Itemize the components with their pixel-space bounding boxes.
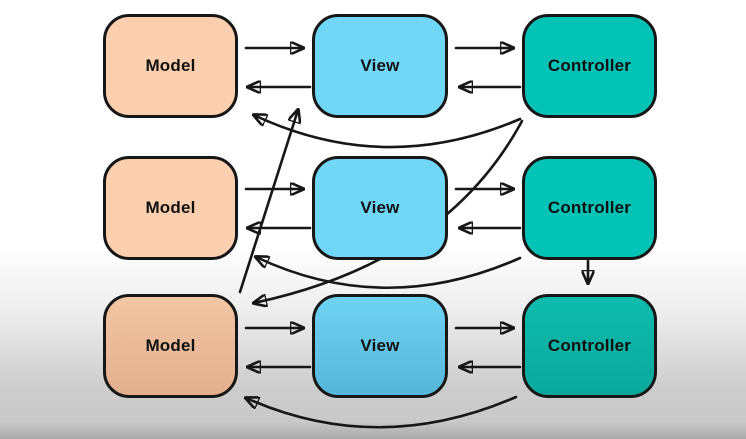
view-label-row2: View (360, 198, 400, 217)
arrow-model3-to-view1 (238, 110, 298, 294)
model-box-row2: Model (103, 156, 238, 260)
controller-label-row1: Controller (547, 56, 632, 75)
model-box-row3: Model (103, 294, 238, 398)
controller-label-row2: Controller (547, 198, 632, 217)
controller-label-row3: Controller (547, 336, 632, 355)
view-box-row1: View (312, 14, 448, 118)
model-label-row2: Model (145, 198, 196, 217)
view-box-row3: View (312, 294, 448, 398)
view-label-row3: View (360, 336, 400, 355)
model-label-row3: Model (145, 336, 196, 355)
view-label-row1: View (360, 56, 400, 75)
controller-box-row1: Controller (522, 14, 657, 118)
controller-box-row3: Controller (522, 294, 657, 398)
arc-controller3-to-model3 (246, 395, 518, 429)
model-label-row1: Model (145, 56, 196, 75)
arc-controller2-to-model2 (256, 257, 522, 289)
model-box-row1: Model (103, 14, 238, 118)
arc-controller1-to-model1 (254, 115, 522, 149)
view-box-row2: View (312, 156, 448, 260)
controller-box-row2: Controller (522, 156, 657, 260)
